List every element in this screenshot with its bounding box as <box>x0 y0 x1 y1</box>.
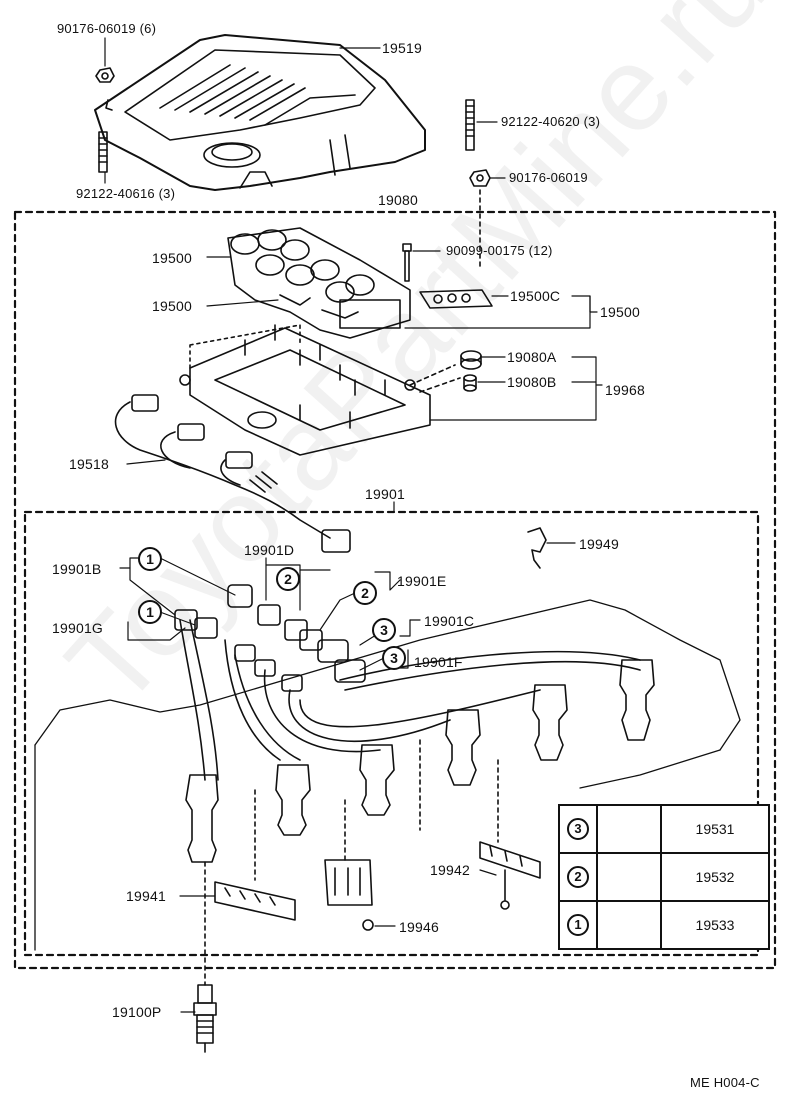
bolt-92122-40616-drawing <box>98 131 108 173</box>
label-leader-lines <box>104 37 603 1013</box>
legend-mark-3: 3 <box>567 818 589 840</box>
label-90176-06019: 90176-06019 <box>509 170 588 185</box>
stud-92122-40620-drawing <box>465 99 475 151</box>
bolt-90099-00175-drawing <box>402 243 412 282</box>
label-92122-40616: 92122-40616 (3) <box>76 186 176 201</box>
legend-row: 2 19532 <box>558 852 770 902</box>
label-19901G: 19901G <box>52 620 104 636</box>
callout-1-19901G: 1 <box>138 600 162 624</box>
nut-90176-06019-drawing <box>469 169 491 271</box>
plug-boot-5-drawing <box>532 684 568 761</box>
legend-part-19532: 19532 <box>660 852 770 902</box>
legend-mark-cell: 2 <box>558 852 598 902</box>
engine-outline-drawing <box>34 599 741 951</box>
label-19949: 19949 <box>579 536 619 552</box>
assembly-19901-dashed-frame <box>23 510 760 957</box>
plug-boot-2-drawing <box>275 764 311 836</box>
label-19901D: 19901D <box>244 542 295 558</box>
label-19080: 19080 <box>378 192 418 208</box>
connector-3-icon <box>596 804 662 854</box>
label-19080B: 19080B <box>507 374 557 390</box>
label-19968: 19968 <box>605 382 645 398</box>
ignition-coil-19500-drawing <box>227 227 411 339</box>
connector-2-icon <box>596 852 662 902</box>
plug-boot-1-drawing <box>185 774 219 863</box>
label-19901E: 19901E <box>397 573 447 589</box>
wire-clamp-19942-drawing <box>479 841 541 910</box>
label-19100P: 19100P <box>112 1004 162 1020</box>
grommet-19080A-drawing <box>460 350 482 370</box>
legend-mark-cell: 1 <box>558 900 598 950</box>
label-19946: 19946 <box>399 919 439 935</box>
legend-row: 3 19531 <box>558 804 770 854</box>
spark-plug-wires-drawing <box>179 619 641 781</box>
wire-clamp-19941-drawing <box>214 881 296 921</box>
collar-19080B-drawing <box>463 374 477 392</box>
wire-clamp-19946-drawing <box>324 859 374 931</box>
plug-boot-4-drawing <box>445 709 481 786</box>
label-19941: 19941 <box>126 888 166 904</box>
assembly-19080-dashed-frame <box>13 210 777 970</box>
callout-3-19901F: 3 <box>382 646 406 670</box>
nut-90176-06019-6-drawing <box>95 67 115 83</box>
label-90176-06019-6: 90176-06019 (6) <box>57 21 157 36</box>
legend-mark-1: 1 <box>567 914 589 936</box>
coil-bracket-19968-drawing <box>179 324 431 456</box>
legend-row: 1 19533 <box>558 900 770 950</box>
leader-dashes-19080 <box>409 364 461 393</box>
label-19901: 19901 <box>365 486 405 502</box>
wire-clip-19949-drawing <box>527 527 547 569</box>
label-92122-40620: 92122-40620 (3) <box>501 114 601 129</box>
legend-part-19531: 19531 <box>660 804 770 854</box>
plug-boot-6-drawing <box>619 659 655 741</box>
label-19080A: 19080A <box>507 349 557 365</box>
callout-3-19901C: 3 <box>372 618 396 642</box>
label-19901C: 19901C <box>424 613 475 629</box>
legend-part-19533: 19533 <box>660 900 770 950</box>
label-19500-top: 19500 <box>152 250 192 266</box>
label-19901F: 19901F <box>414 654 463 670</box>
callout-2-19901D: 2 <box>276 567 300 591</box>
label-19519: 19519 <box>382 40 422 56</box>
figure-code: ME H004-C <box>690 1075 760 1090</box>
wire-harness-19518-drawing <box>114 394 351 553</box>
coil-connectors-drawing <box>174 584 366 692</box>
spark-plug-19100P-drawing <box>193 861 217 1053</box>
label-19518: 19518 <box>69 456 109 472</box>
callout-1-19901B: 1 <box>138 547 162 571</box>
label-19500-assembly: 19500 <box>600 304 640 320</box>
label-19500C: 19500C <box>510 288 561 304</box>
legend-mark-cell: 3 <box>558 804 598 854</box>
label-19500-lower: 19500 <box>152 298 192 314</box>
plug-boot-3-drawing <box>359 744 395 816</box>
connector-legend-table: 3 19531 2 19532 1 19533 <box>558 804 770 950</box>
label-19901B: 19901B <box>52 561 102 577</box>
engine-cover-drawing <box>94 34 426 191</box>
connector-1-icon <box>596 900 662 950</box>
label-19942: 19942 <box>430 862 470 878</box>
gasket-19500C-drawing <box>419 289 493 309</box>
label-90099-00175: 90099-00175 (12) <box>446 243 553 258</box>
clamp-leader-dashes <box>254 739 499 881</box>
legend-mark-2: 2 <box>567 866 589 888</box>
callout-2-19901E: 2 <box>353 581 377 605</box>
